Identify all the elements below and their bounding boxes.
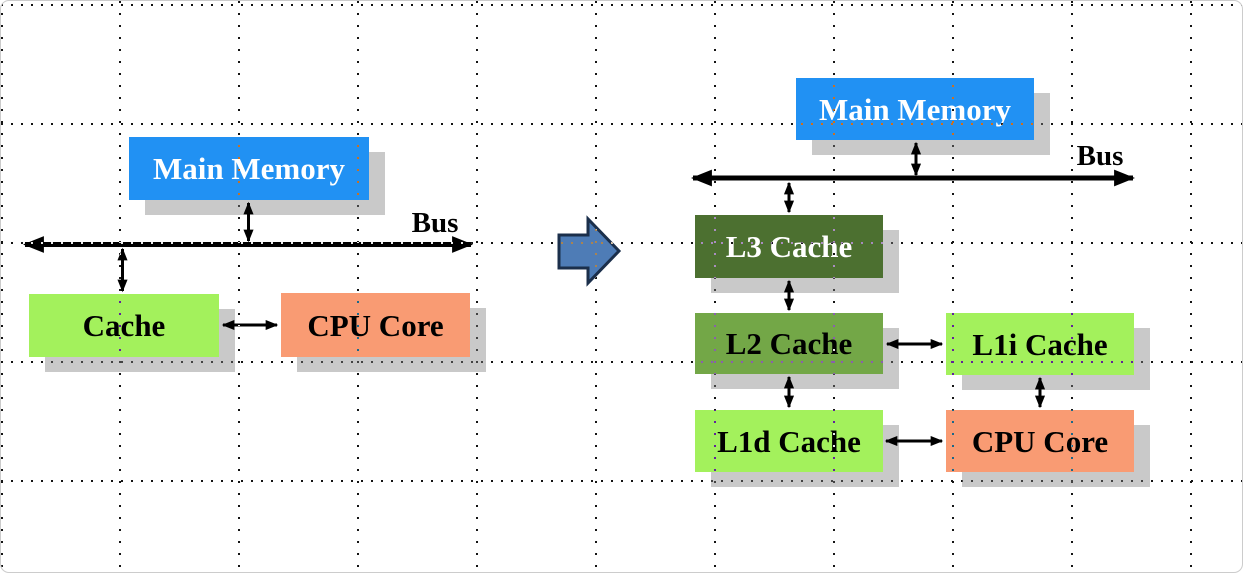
left-cpu-core-box: CPU Core — [281, 293, 470, 357]
grid-vline — [1190, 1, 1192, 572]
l3-cache-box: L3 Cache — [695, 215, 883, 278]
l3-cache-label: L3 Cache — [725, 229, 853, 264]
left-main-memory-label: Main Memory — [153, 151, 345, 186]
left-cache-box: Cache — [29, 294, 219, 357]
grid-hline — [1, 4, 1242, 6]
grid-vline — [714, 1, 716, 572]
right-cpu-core-box: CPU Core — [946, 410, 1134, 472]
grid-vline — [238, 1, 240, 572]
left-main-memory-box: Main Memory — [129, 137, 369, 200]
l1i-cache-box: L1i Cache — [946, 313, 1134, 375]
grid-vline — [119, 1, 121, 572]
grid-vline — [595, 1, 597, 572]
left-cpu-core-label: CPU Core — [307, 307, 444, 343]
grid-vline — [1071, 1, 1073, 572]
grid-vline — [1, 1, 3, 572]
right-bus-label: Bus — [1076, 140, 1124, 172]
right-main-memory-label: Main Memory — [819, 91, 1011, 127]
l1d-cache-box: L1d Cache — [695, 410, 883, 472]
left-bus-label: Bus — [411, 207, 459, 239]
l2-cache-label: L2 Cache — [725, 326, 853, 361]
right-main-memory-box: Main Memory — [796, 78, 1034, 140]
grid-hline — [1, 242, 1242, 244]
left-cache-label: Cache — [82, 308, 166, 343]
grid-vline — [476, 1, 478, 572]
l1d-cache-label: L1d Cache — [717, 423, 861, 459]
l2-cache-box: L2 Cache — [695, 313, 883, 374]
grid-vline — [357, 1, 359, 572]
grid-hline — [1, 480, 1242, 482]
grid-hline — [1, 123, 1242, 125]
right-cpu-core-label: CPU Core — [971, 423, 1109, 459]
right-block-arrow-icon — [557, 215, 622, 287]
l1i-cache-label: L1i Cache — [972, 326, 1108, 362]
